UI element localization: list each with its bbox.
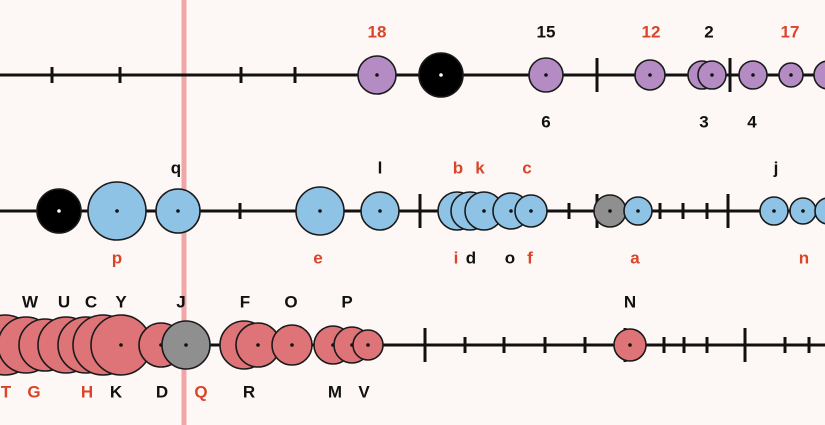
- row-3-label-C: C: [85, 292, 97, 311]
- row-1-circle-center-dot-6: [751, 73, 755, 77]
- row-1-label-3: 3: [699, 112, 708, 131]
- row-2-label-q: q: [171, 158, 181, 177]
- row-3-circle-center-dot-11: [290, 343, 294, 347]
- row-3-circle-center-dot-6: [119, 343, 123, 347]
- row-3-label-N: N: [624, 292, 636, 311]
- row-3-circle-center-dot-15: [628, 343, 632, 347]
- row-2-label-j: j: [773, 158, 779, 177]
- row-2-blue-circle-14: [814, 197, 825, 225]
- row-2-label-c: c: [522, 158, 531, 177]
- row-1-circle-center-dot-0: [375, 73, 379, 77]
- row-2-circle-center-dot-10: [608, 209, 612, 213]
- row-2-label-l: l: [378, 158, 383, 177]
- row-3-circle-center-dot-10: [256, 343, 260, 347]
- row-2-circle-center-dot-13: [801, 209, 805, 213]
- row-3-label-J: J: [176, 292, 185, 311]
- row-2-circle-center-dot-8: [509, 209, 513, 213]
- row-3-circle-center-dot-14: [366, 343, 370, 347]
- row-2-label-e: e: [313, 248, 322, 267]
- row-1-circle-center-dot-3: [648, 73, 652, 77]
- row-2-circle-center-dot-4: [378, 209, 382, 213]
- row-2-label-k: k: [475, 158, 485, 177]
- row-2-circle-center-dot-1: [115, 209, 119, 213]
- row-3-label-O: O: [284, 292, 297, 311]
- row-2-circle-center-dot-2: [176, 209, 180, 213]
- row-3-label-W: W: [22, 292, 39, 311]
- row-2-label-d: d: [466, 248, 476, 267]
- row-3-label-Q: Q: [194, 382, 207, 401]
- row-2-label-o: o: [505, 248, 515, 267]
- row-3-label-M: M: [328, 382, 342, 401]
- row-2-label-b: b: [453, 158, 463, 177]
- row-2-label-i: i: [454, 248, 459, 267]
- row-3-label-P: P: [341, 292, 352, 311]
- row-3-circle-center-dot-8: [184, 343, 188, 347]
- row-2-circle-center-dot-9: [529, 209, 533, 213]
- row-1-label-4: 4: [747, 112, 757, 131]
- row-1-circle-center-dot-2: [544, 73, 548, 77]
- row-3-label-Y: Y: [115, 292, 127, 311]
- row-3-label-U: U: [58, 292, 70, 311]
- row-2-label-n: n: [799, 248, 809, 267]
- row-3-label-F: F: [240, 292, 250, 311]
- row-1-circle-center-dot-5: [710, 73, 714, 77]
- row-1-label-2: 2: [704, 22, 713, 41]
- row-1-label-18: 18: [368, 22, 387, 41]
- row-1-label-17: 17: [781, 22, 800, 41]
- row-1-label-15: 15: [537, 22, 556, 41]
- row-1-circle-center-dot-7: [789, 73, 793, 77]
- row-3-label-K: K: [110, 382, 123, 401]
- row-3-label-D: D: [156, 382, 168, 401]
- row-1-purple-circle-8: [813, 60, 825, 90]
- row-3-label-R: R: [243, 382, 255, 401]
- row-2-circle-center-dot-12: [772, 209, 776, 213]
- row-1-label-6: 6: [541, 112, 550, 131]
- row-2-circle-center-dot-11: [636, 209, 640, 213]
- row-3-label-H: H: [81, 382, 93, 401]
- row-2-circle-center-dot-7: [482, 209, 486, 213]
- row-1-label-12: 12: [642, 22, 661, 41]
- row-2-label-a: a: [630, 248, 640, 267]
- row-2-label-p: p: [112, 248, 122, 267]
- row-1-circle-center-dot-1: [439, 73, 443, 77]
- row-2-circle-center-dot-3: [318, 209, 322, 213]
- row-3-label-G: G: [27, 382, 40, 401]
- row-2-circle-center-dot-0: [57, 209, 61, 213]
- row-2-label-f: f: [527, 248, 533, 267]
- row-3-label-T: T: [1, 382, 12, 401]
- row-3-label-V: V: [358, 382, 370, 401]
